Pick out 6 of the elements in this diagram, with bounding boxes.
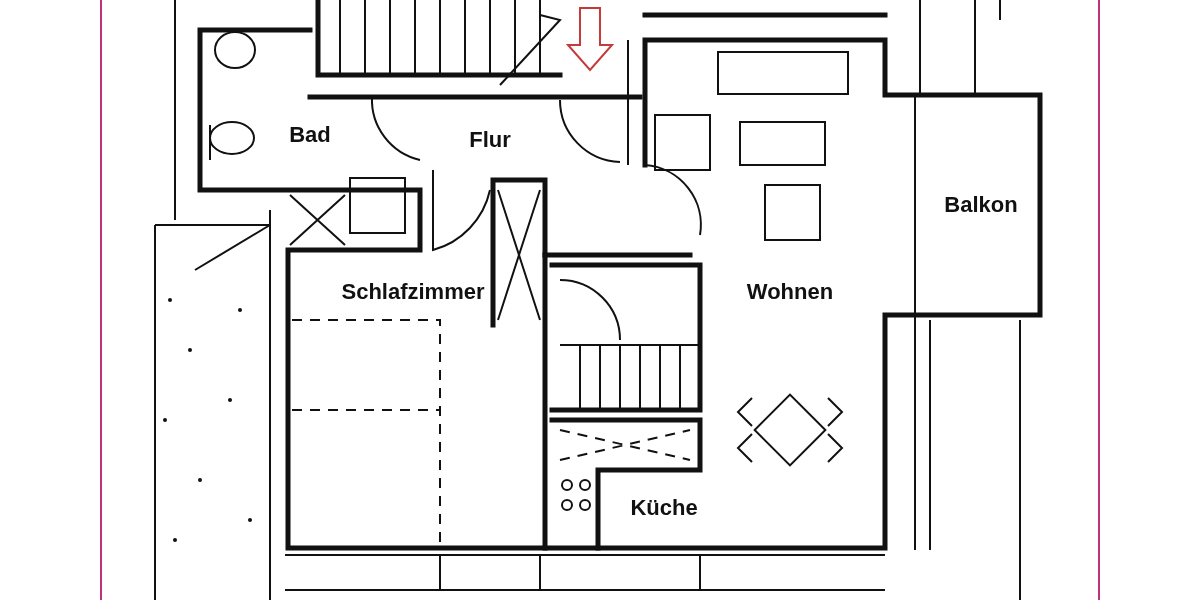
room-label: Schlafzimmer [341, 279, 485, 305]
room-label: Balkon [944, 192, 1018, 218]
room-label: Küche [630, 494, 698, 521]
room-label: Wohnen [746, 279, 834, 305]
room-label: Flur [469, 127, 511, 153]
room-label: Bad [289, 122, 331, 148]
